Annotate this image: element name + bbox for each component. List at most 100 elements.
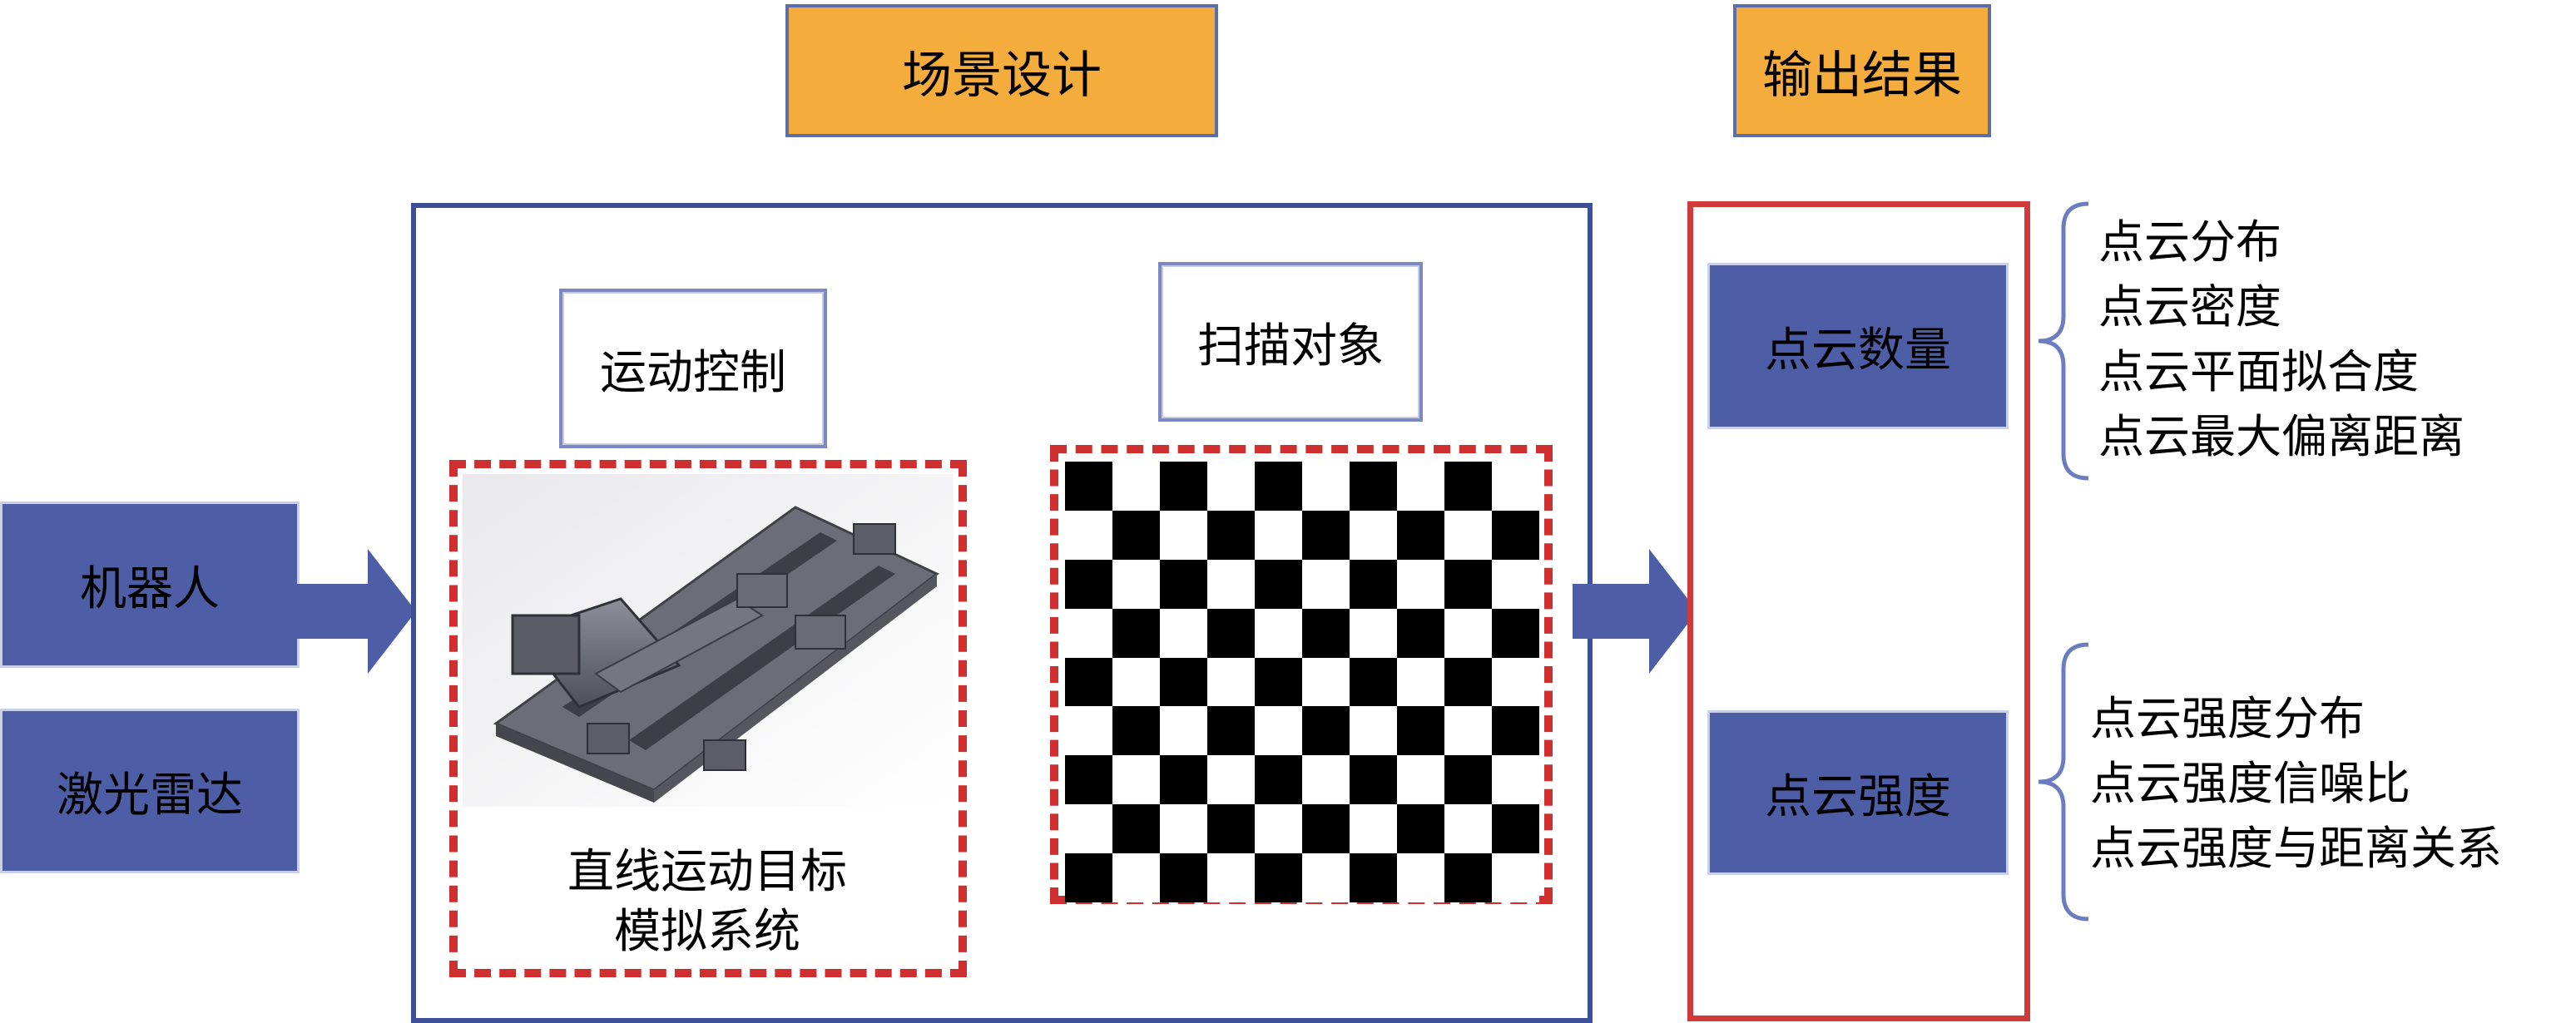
point-count-box: 点云数量 [1707,263,2009,429]
checker-square [1207,559,1255,609]
checker-square [1444,706,1492,756]
intensity-metrics-list: 点云强度分布 点云强度信噪比 点云强度与距离关系 [2090,686,2576,881]
checker-square [1302,853,1350,902]
checker-square [1255,510,1302,560]
checker-square [1065,462,1112,511]
checker-square [1255,462,1302,511]
count-metric-item: 点云密度 [2098,280,2282,334]
checker-square [1207,462,1255,511]
intensity-metric-item: 点云强度信噪比 [2090,757,2411,810]
checker-square [1492,510,1539,560]
checker-square [1160,462,1207,511]
motion-target-caption-line1: 直线运动目标 [567,845,847,899]
checker-square [1492,608,1539,658]
checker-square [1065,657,1112,707]
scene-design-header: 场景设计 [785,4,1218,137]
checker-square [1350,657,1397,707]
checker-square [1444,657,1492,707]
checker-square [1207,657,1255,707]
checker-square [1112,657,1160,707]
count-metric-item: 点云分布 [2098,215,2282,269]
checker-square [1444,510,1492,560]
checker-square [1350,608,1397,658]
checker-square [1350,559,1397,609]
count-metrics-brace [2038,201,2089,481]
checker-square [1065,755,1112,805]
output-arrow [1573,549,1697,674]
checker-square [1444,853,1492,902]
checker-square [1255,706,1302,756]
checker-square [1444,755,1492,805]
checker-square [1160,853,1207,902]
checker-square [1397,462,1444,511]
checker-square [1492,657,1539,707]
checker-square [1397,510,1444,560]
lidar-box: 激光雷达 [0,709,300,873]
checker-square [1397,706,1444,756]
checker-square [1397,608,1444,658]
checker-square [1207,804,1255,854]
checker-square [1302,462,1350,511]
checker-square [1350,706,1397,756]
checker-square [1492,462,1539,511]
motion-control-label: 运动控制 [559,289,827,448]
count-metric-item: 点云最大偏离距离 [2098,410,2465,463]
checker-square [1302,510,1350,560]
count-metrics-list: 点云分布 点云密度 点云平面拟合度 点云最大偏离距离 [2098,210,2573,469]
intensity-metric-item: 点云强度分布 [2090,692,2365,745]
checker-square [1160,804,1207,854]
checker-square [1492,559,1539,609]
checker-square [1207,853,1255,902]
checker-square [1302,559,1350,609]
checker-square [1397,853,1444,902]
output-results-header: 输出结果 [1733,4,1991,137]
intensity-metric-item: 点云强度与距离关系 [2090,822,2503,875]
checker-square [1112,608,1160,658]
checker-square [1112,853,1160,902]
checker-square [1160,706,1207,756]
checker-square [1160,510,1207,560]
linear-motion-rig-illustration [463,474,954,807]
checker-square [1160,657,1207,707]
checker-square [1160,755,1207,805]
checker-square [1444,462,1492,511]
checker-square [1112,462,1160,511]
robot-box: 机器人 [0,502,300,668]
checker-square [1444,559,1492,609]
checker-square [1397,804,1444,854]
checker-square [1160,608,1207,658]
checker-square [1255,804,1302,854]
checker-square [1397,657,1444,707]
checker-square [1302,608,1350,658]
checker-square [1444,804,1492,854]
count-metric-item: 点云平面拟合度 [2098,345,2420,398]
checker-square [1444,608,1492,658]
checker-square [1065,510,1112,560]
motion-target-caption: 直线运动目标 模拟系统 [466,832,949,973]
checkerboard-target [1065,462,1539,902]
checker-square [1302,706,1350,756]
checker-square [1350,510,1397,560]
checker-square [1065,706,1112,756]
checker-square [1492,804,1539,854]
point-intensity-box: 点云强度 [1707,710,2009,875]
checker-square [1350,462,1397,511]
checker-square [1112,559,1160,609]
checker-square [1160,559,1207,609]
checker-square [1397,559,1444,609]
checker-square [1207,706,1255,756]
checker-square [1350,853,1397,902]
checker-square [1492,853,1539,902]
checker-square [1065,608,1112,658]
checker-square [1207,755,1255,805]
checker-square [1255,755,1302,805]
checker-square [1492,755,1539,805]
checker-square [1397,755,1444,805]
checker-square [1302,804,1350,854]
checker-square [1492,706,1539,756]
checker-square [1350,804,1397,854]
checker-square [1065,804,1112,854]
checker-square [1112,755,1160,805]
motion-target-frame [449,460,967,977]
